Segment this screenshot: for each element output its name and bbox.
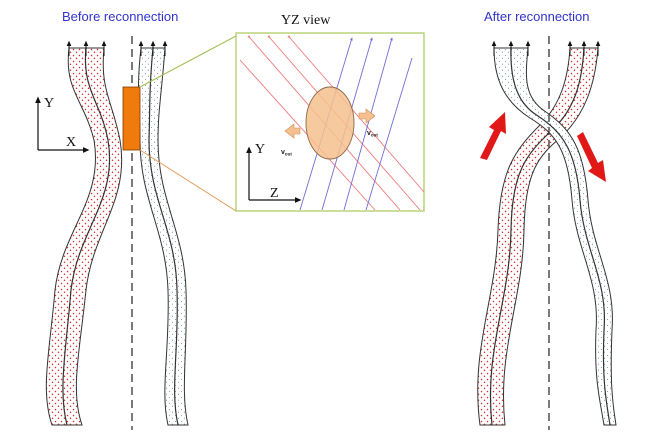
reconnection-region-box <box>122 86 141 151</box>
inset-axis-y-label: Y <box>255 142 265 157</box>
after-red-tube-line <box>489 47 585 426</box>
after-panel: After reconnection <box>477 9 617 430</box>
before-blue-tube-line <box>148 47 179 426</box>
before-red-tube-arrows <box>66 40 107 56</box>
motion-arrow-up-left <box>480 112 506 160</box>
before-red-tube <box>45 47 123 426</box>
after-tube-arrows <box>491 40 601 56</box>
after-title: After reconnection <box>484 9 590 24</box>
zoom-line-bottom <box>139 149 237 212</box>
zoom-line-top <box>139 35 237 88</box>
left-axis-x-label: X <box>66 135 76 150</box>
outflow-right-arrow <box>358 108 376 124</box>
before-blue-tube <box>137 47 189 426</box>
diffusion-region <box>305 86 355 160</box>
inset-axis-z-label: Z <box>270 186 279 201</box>
before-title: Before reconnection <box>62 9 178 24</box>
before-panel: Before reconnection Y X <box>35 9 237 430</box>
inset-axes: Y Z <box>246 142 302 203</box>
motion-arrow-down-right <box>577 132 606 182</box>
vout-left-label: vout <box>281 149 292 157</box>
yz-title: YZ view <box>281 13 331 28</box>
before-blue-tube-arrows <box>138 40 168 56</box>
after-blue-tube-line <box>510 47 611 426</box>
vout-right-label: vout <box>367 130 378 138</box>
left-axes: Y X <box>35 96 90 153</box>
yz-inset: YZ view vout vout Y Z <box>235 13 425 212</box>
left-axis-y-label: Y <box>44 96 54 111</box>
outflow-left-arrow <box>284 123 301 139</box>
before-red-tube-line <box>62 47 111 426</box>
